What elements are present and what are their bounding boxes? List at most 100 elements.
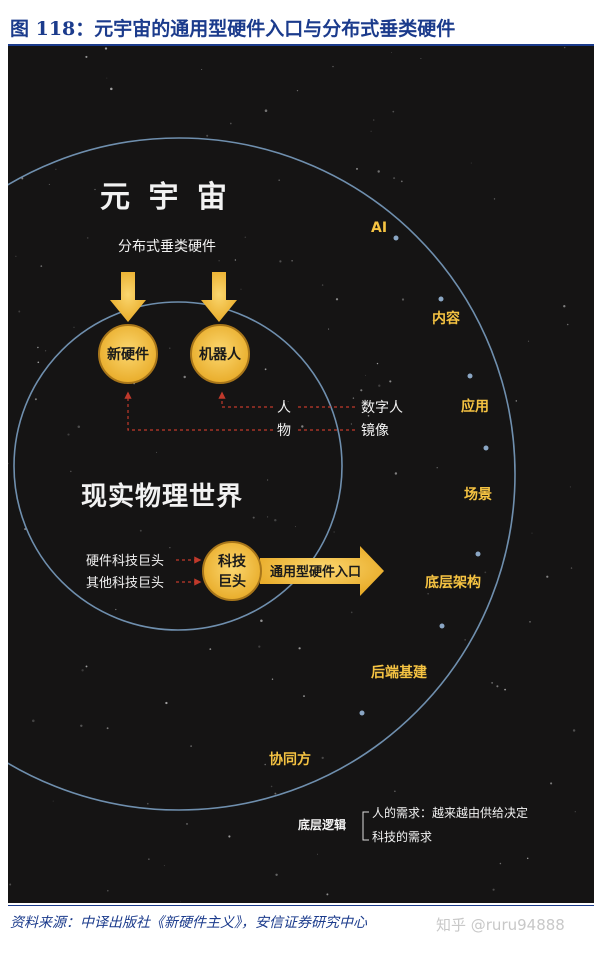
star (400, 180, 403, 183)
source-note: 资料来源：中译出版社《新硬件主义》，安信证券研究中心 (10, 915, 367, 931)
star (264, 109, 268, 112)
person-to-robot-arrow (218, 391, 273, 408)
star-field (8, 46, 576, 903)
star (149, 492, 152, 495)
star (570, 567, 573, 569)
star (240, 288, 242, 290)
diagram-panel: 元 宇 宙 分布式垂类硬件 新硬件 机器人 人 物 数字人 镜像 现实物理世界 … (8, 46, 594, 903)
star (86, 237, 89, 239)
star (493, 198, 496, 200)
star (529, 621, 531, 623)
star (287, 400, 289, 402)
star (201, 69, 203, 71)
star (148, 858, 150, 860)
star (499, 862, 502, 865)
watermark: 知乎 @ruru94888 (436, 916, 565, 934)
hardware-giants-label: 硬件科技巨头 (86, 554, 164, 569)
other-giants-label: 其他科技巨头 (86, 576, 164, 591)
robot-label: 机器人 (199, 346, 242, 363)
star (564, 46, 566, 49)
star (124, 497, 126, 499)
star (563, 305, 566, 308)
star (267, 479, 269, 481)
star (394, 790, 396, 792)
star (298, 647, 301, 650)
star (274, 518, 277, 522)
logic-bracket (362, 811, 369, 841)
star (70, 470, 72, 473)
star (350, 611, 353, 614)
star (321, 284, 324, 286)
star (228, 835, 231, 838)
diagram-svg: 元 宇 宙 分布式垂类硬件 新硬件 机器人 人 物 数字人 镜像 现实物理世界 … (8, 46, 576, 903)
star (350, 423, 352, 425)
down-arrow-right (201, 272, 237, 322)
star (278, 179, 281, 182)
star (504, 688, 507, 691)
object-to-hardware-arrow (124, 391, 273, 431)
general-entry-arrow (260, 546, 384, 596)
figure-title: 图 118：元宇宙的通用型硬件入口与分布式垂类硬件 (10, 18, 456, 40)
tech-giant-line2: 巨头 (218, 573, 246, 590)
star (165, 701, 168, 705)
star (326, 893, 329, 896)
star (572, 729, 576, 732)
star (275, 873, 278, 876)
star (244, 236, 247, 239)
mirror-label: 镜像 (361, 423, 389, 439)
star (436, 467, 438, 469)
star (274, 792, 277, 795)
star (270, 785, 273, 788)
star (279, 260, 282, 263)
star (161, 247, 164, 250)
person-label: 人 (277, 400, 291, 416)
real-world-circle (13, 301, 343, 631)
logic-item-1: 人的需求：越来越由供给决定 (372, 805, 528, 820)
orbit-label-backend: 后端基建 (371, 664, 427, 681)
star (146, 802, 149, 805)
star (367, 414, 370, 417)
star (163, 865, 165, 867)
star (303, 695, 305, 698)
star (139, 529, 142, 532)
star (527, 340, 530, 342)
star (44, 350, 47, 352)
star (186, 822, 188, 825)
star (260, 619, 263, 622)
star (264, 368, 267, 371)
star (110, 87, 113, 91)
star (282, 423, 284, 425)
star (432, 319, 434, 321)
star (106, 77, 108, 79)
digital-human-label: 数字人 (361, 400, 403, 416)
tech-giant-badge (202, 541, 262, 601)
star (67, 433, 70, 436)
star (32, 719, 35, 723)
star (104, 47, 108, 50)
star (85, 55, 88, 58)
bottom-rule (8, 905, 594, 906)
general-entry-label: 通用型硬件入口 (270, 564, 361, 580)
star (550, 782, 553, 785)
star (199, 482, 201, 484)
star (52, 800, 54, 802)
star (85, 665, 88, 668)
star (526, 857, 529, 860)
star (377, 170, 380, 173)
star (106, 727, 109, 730)
new-hardware-badge (98, 324, 158, 384)
star (531, 532, 533, 534)
star (355, 167, 359, 170)
star (294, 526, 296, 528)
star (365, 374, 367, 376)
orbit-dots (359, 235, 489, 716)
star (296, 89, 299, 92)
metaverse-orbit (8, 137, 516, 811)
star (77, 425, 81, 428)
star (81, 669, 84, 672)
star (169, 347, 171, 349)
star (352, 397, 355, 399)
star (378, 384, 381, 387)
star (574, 811, 576, 813)
star (301, 425, 304, 428)
